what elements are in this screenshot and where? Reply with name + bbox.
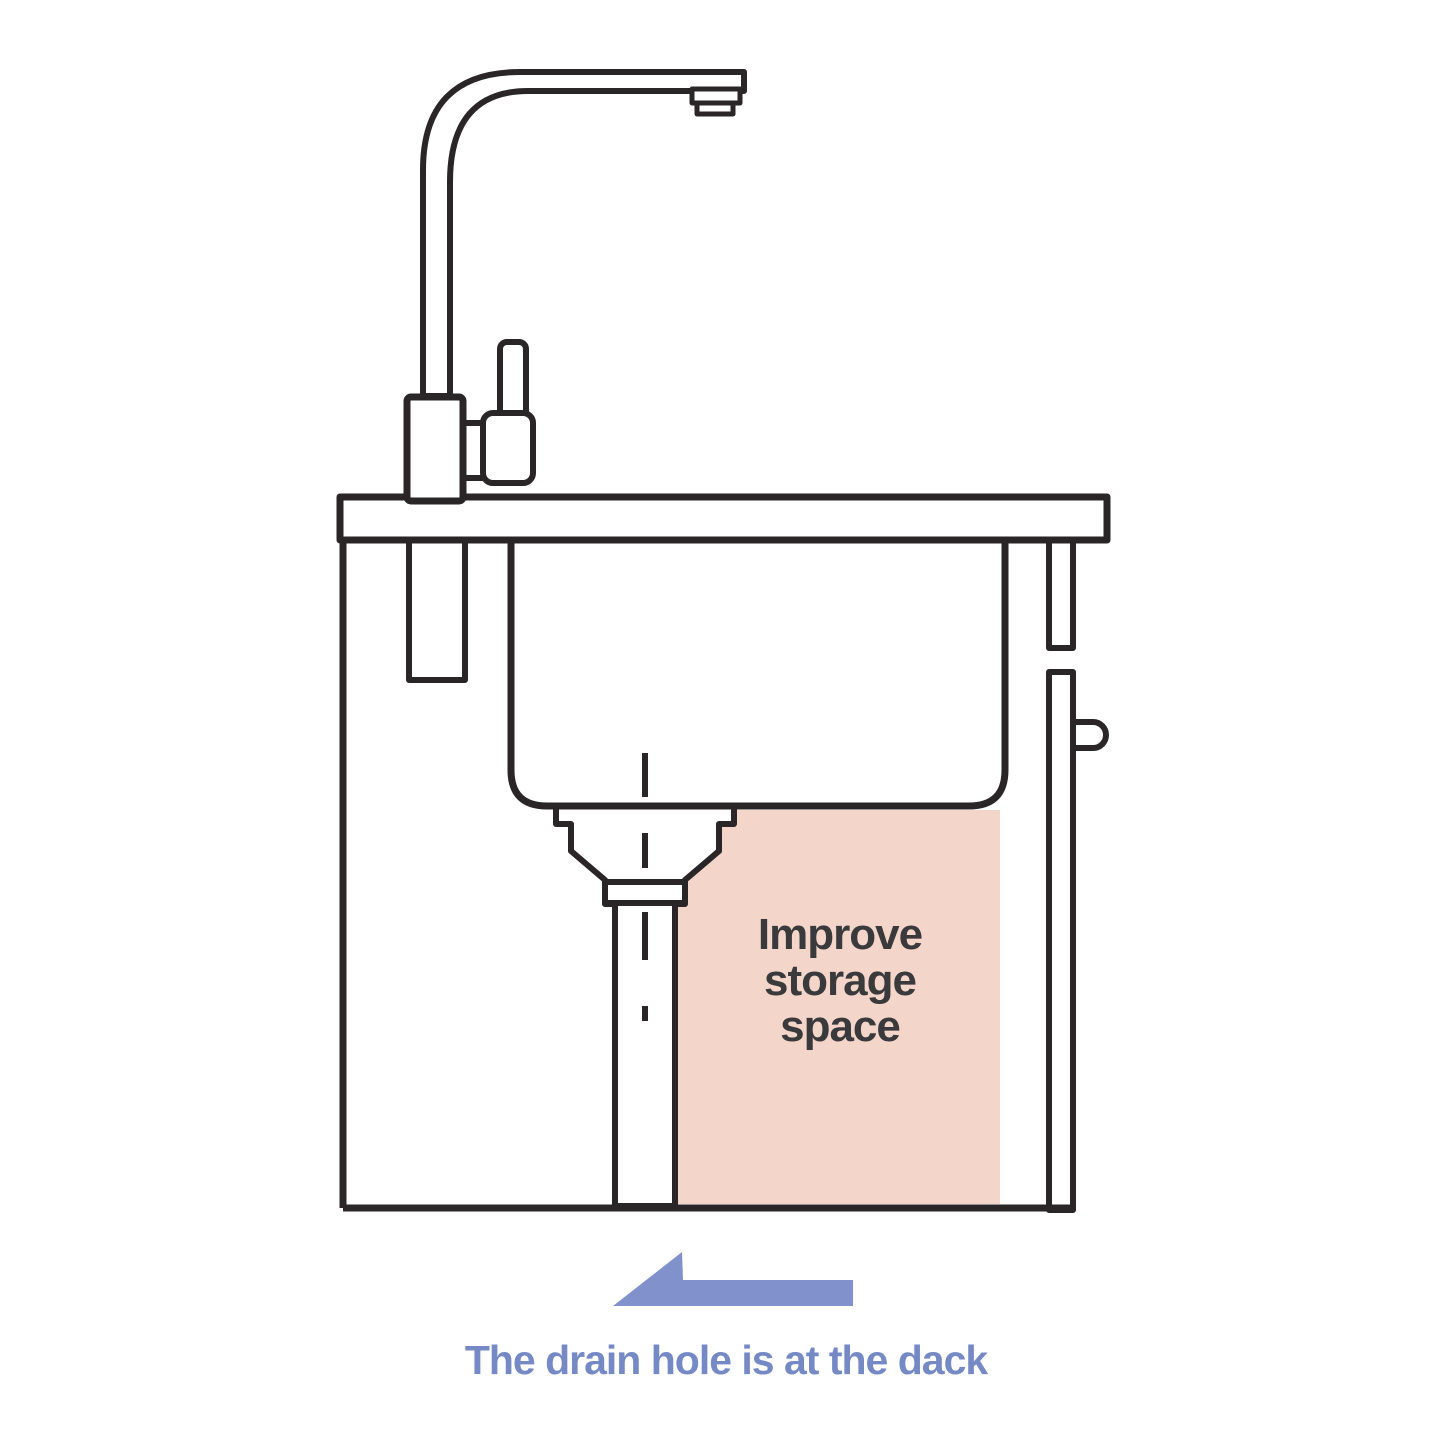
cabinet-door-panel bbox=[1046, 537, 1076, 1213]
storage-space-label: Improve storage space bbox=[757, 910, 923, 1051]
faucet bbox=[403, 69, 747, 505]
storage-highlight-area bbox=[677, 810, 1000, 1204]
faucet-spout-tube bbox=[420, 69, 747, 399]
drain-hole-caption: The drain hole is at the dack bbox=[464, 1337, 988, 1383]
faucet-supply-shank bbox=[406, 537, 468, 683]
faucet-aerator-lower bbox=[694, 100, 736, 117]
cabinet-outline bbox=[339, 540, 1073, 1212]
sink-basin bbox=[507, 538, 1009, 810]
left-arrow-icon bbox=[613, 1252, 853, 1306]
countertop bbox=[336, 493, 1111, 544]
door-panel-lower bbox=[1046, 669, 1076, 1213]
door-panel-upper bbox=[1046, 537, 1076, 651]
faucet-handle-body bbox=[480, 410, 536, 486]
faucet-base bbox=[403, 393, 467, 505]
